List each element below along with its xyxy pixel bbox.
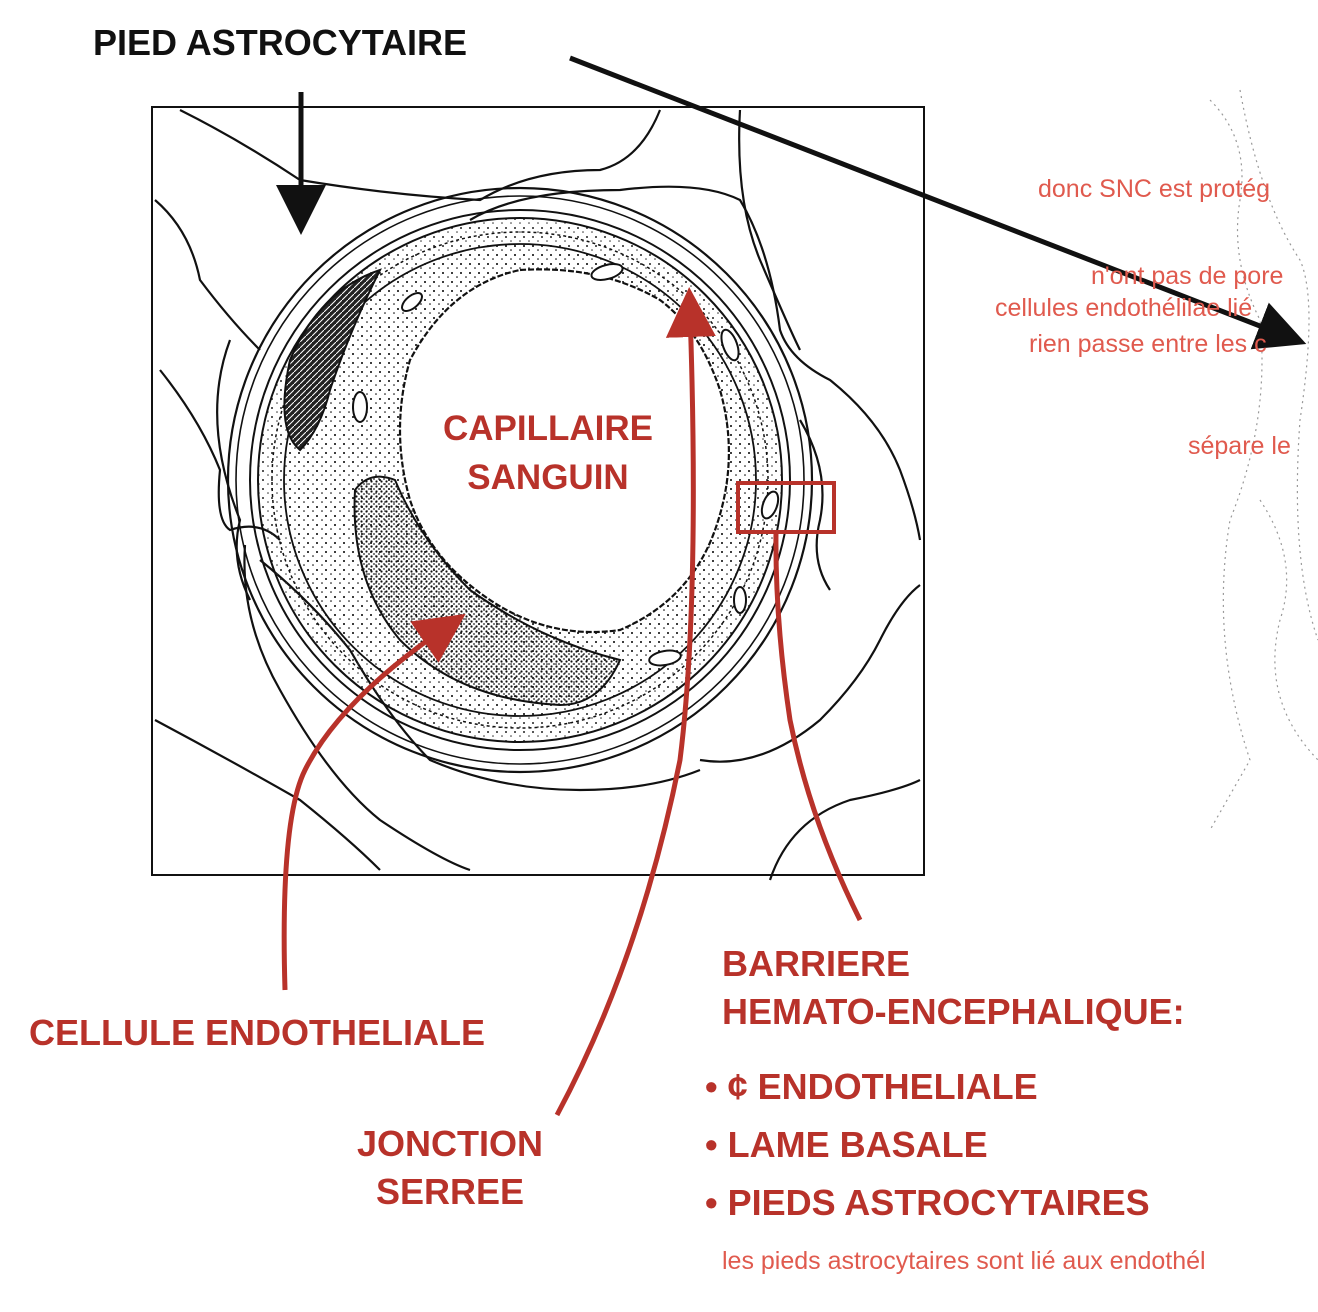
label-barriere: BARRIERE HEMATO-ENCEPHALIQUE: [722, 940, 1185, 1036]
label-barriere-line2: HEMATO-ENCEPHALIQUE: [722, 991, 1185, 1032]
label-jonction-serree: JONCTION SERREE [330, 1120, 570, 1216]
capillary-lumen [398, 268, 730, 634]
barrier-bullet-list: • ¢ ENDOTHELIALE • LAME BASALE • PIEDS A… [705, 1058, 1150, 1232]
label-capillaire-line2: SANGUIN [467, 458, 629, 497]
note-6: les pieds astrocytaires sont lié aux end… [722, 1247, 1206, 1275]
note-3: cellules endothélilae lié [995, 294, 1253, 322]
label-jonction-line2: SERREE [375, 1171, 525, 1212]
background-sketch [1209, 89, 1318, 831]
jonction-serree-arrow [554, 287, 716, 1117]
note-4: rien passe entre les c [1029, 330, 1267, 358]
label-capillaire-sanguin: CAPILLAIRE SANGUIN [428, 404, 668, 502]
label-jonction-line1: JONCTION [356, 1123, 543, 1164]
label-cellule-endotheliale: CELLULE ENDOTHELIALE [29, 1012, 485, 1053]
bullet-item: • PIEDS ASTROCYTAIRES [705, 1182, 1150, 1223]
label-barriere-line1: BARRIERE [722, 943, 911, 984]
note-5: sépare le [1188, 432, 1291, 460]
barrier-highlight-box [736, 481, 836, 534]
label-pied-astrocytaire: PIED ASTROCYTAIRE [93, 22, 468, 63]
note-2: n'ont pas de pore [1091, 262, 1284, 290]
note-1: donc SNC est protég [1038, 175, 1271, 203]
bullet-item: • LAME BASALE [705, 1124, 988, 1165]
pied-arrow-long [569, 55, 1307, 350]
cellule-endotheliale-arrow [281, 613, 466, 991]
pericyte [283, 268, 382, 452]
barriere-pointer-line [773, 531, 863, 922]
bullet-item: • ¢ ENDOTHELIALE [705, 1066, 1038, 1107]
label-capillaire-line1: CAPILLAIRE [443, 409, 653, 448]
